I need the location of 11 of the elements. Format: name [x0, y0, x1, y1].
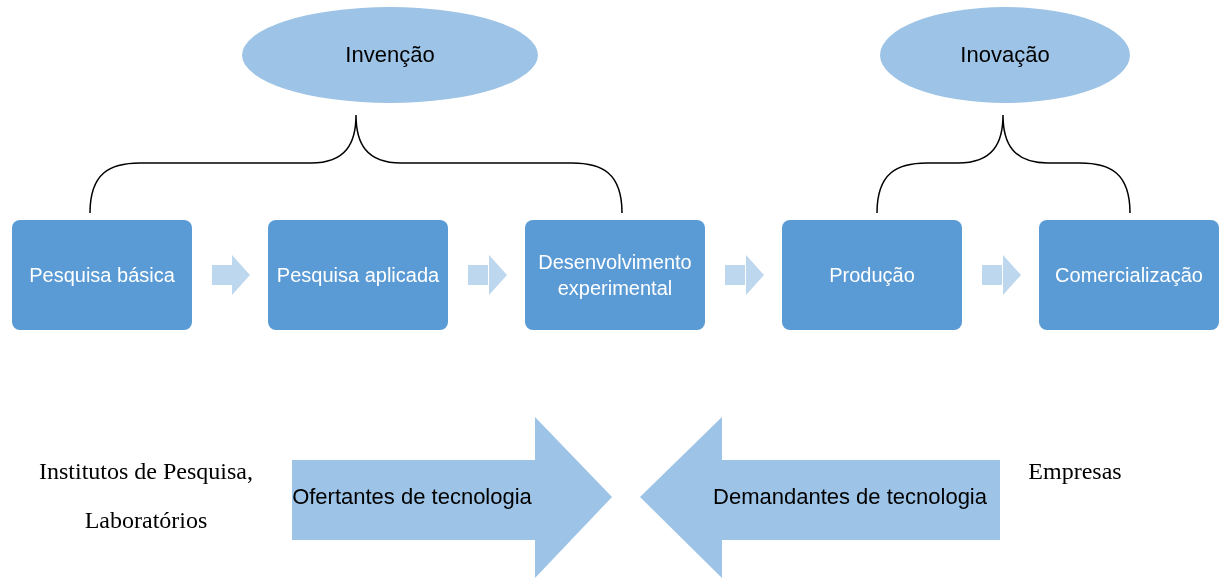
label: Inovação	[960, 40, 1050, 69]
actor-label: Institutos de Pesquisa, Laboratórios	[38, 457, 254, 536]
step-label: Pesquisa aplicada	[276, 263, 440, 288]
label: Ofertantes de tecnologia	[292, 483, 532, 512]
step-label: Pesquisa básica	[29, 263, 175, 288]
step-label: Produção	[829, 263, 915, 288]
label: Invenção	[345, 40, 435, 69]
step-label: Desenvolvimento experimental	[537, 250, 693, 301]
step-label: Comercialização	[1055, 263, 1203, 288]
actor-label: Empresas	[1027, 457, 1123, 486]
label: Demandantes de tecnologia	[713, 483, 987, 512]
